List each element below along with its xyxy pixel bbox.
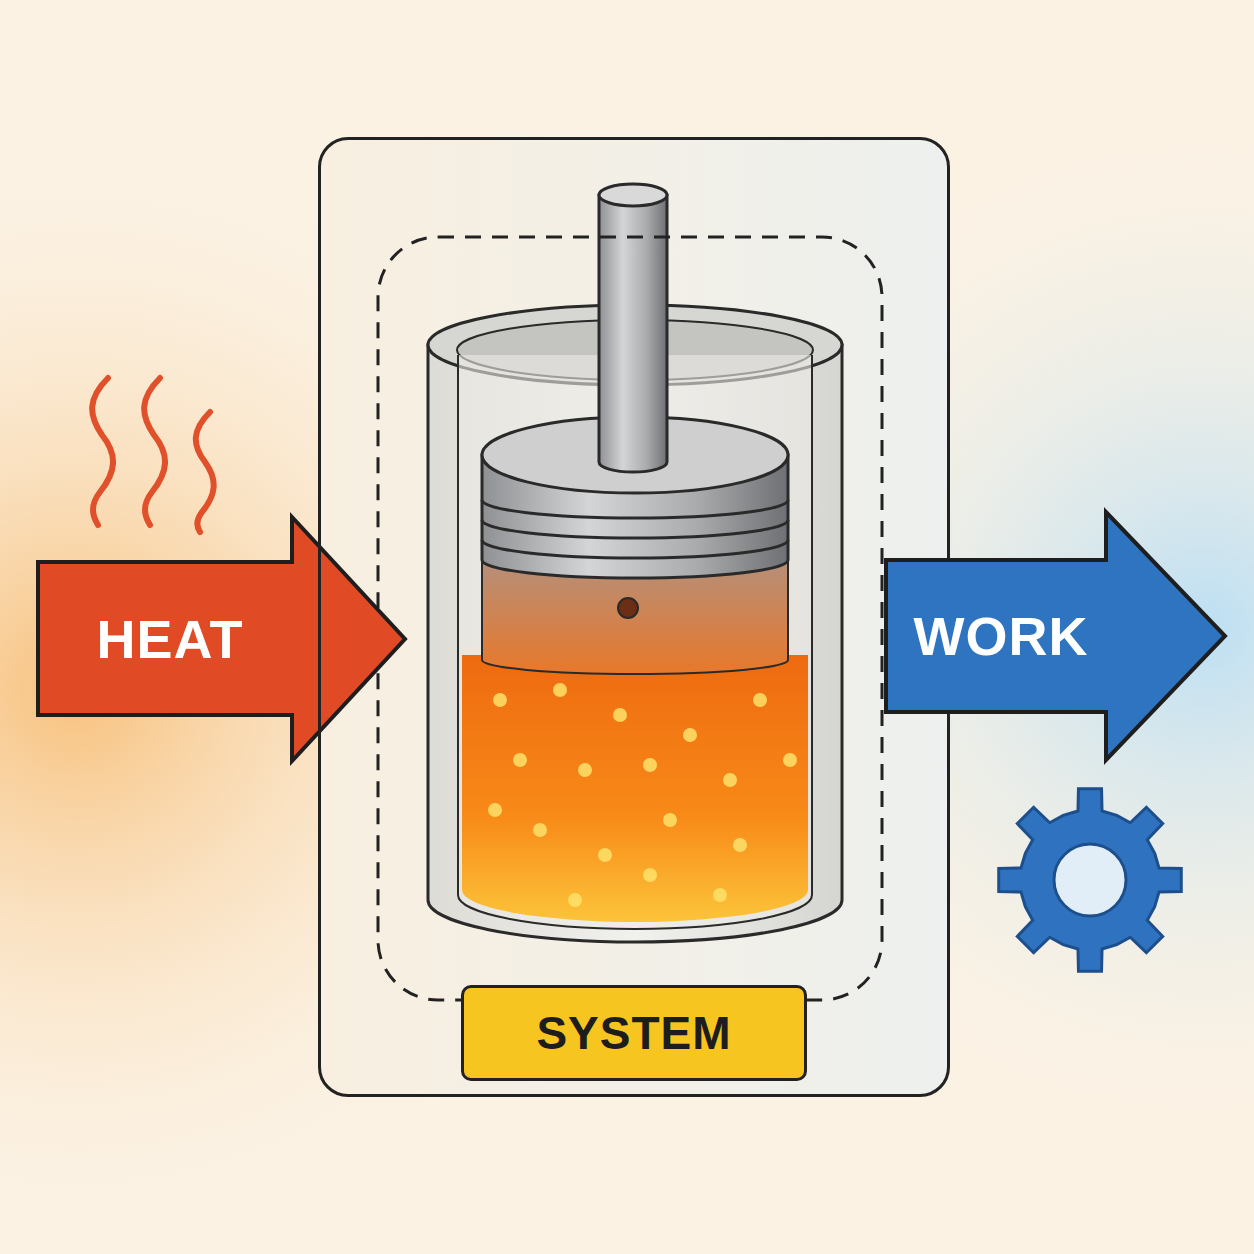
panel-fill [319, 138, 949, 1096]
system-badge: SYSTEM [461, 985, 807, 1081]
cylinder-illustration [428, 184, 842, 942]
work-arrow: WORK [884, 510, 1228, 762]
gear-icon [999, 789, 1182, 972]
heat-arrow: HEAT [36, 515, 408, 763]
arrow-body [886, 512, 1225, 760]
system-label: SYSTEM [536, 1006, 731, 1060]
arrow-body [38, 517, 405, 761]
system-boundary [378, 237, 882, 1000]
arrow-label: HEAT [97, 608, 244, 670]
heat-waves [92, 378, 214, 532]
system-panel: SYSTEM [318, 137, 950, 1097]
arrow-label: WORK [914, 605, 1089, 667]
